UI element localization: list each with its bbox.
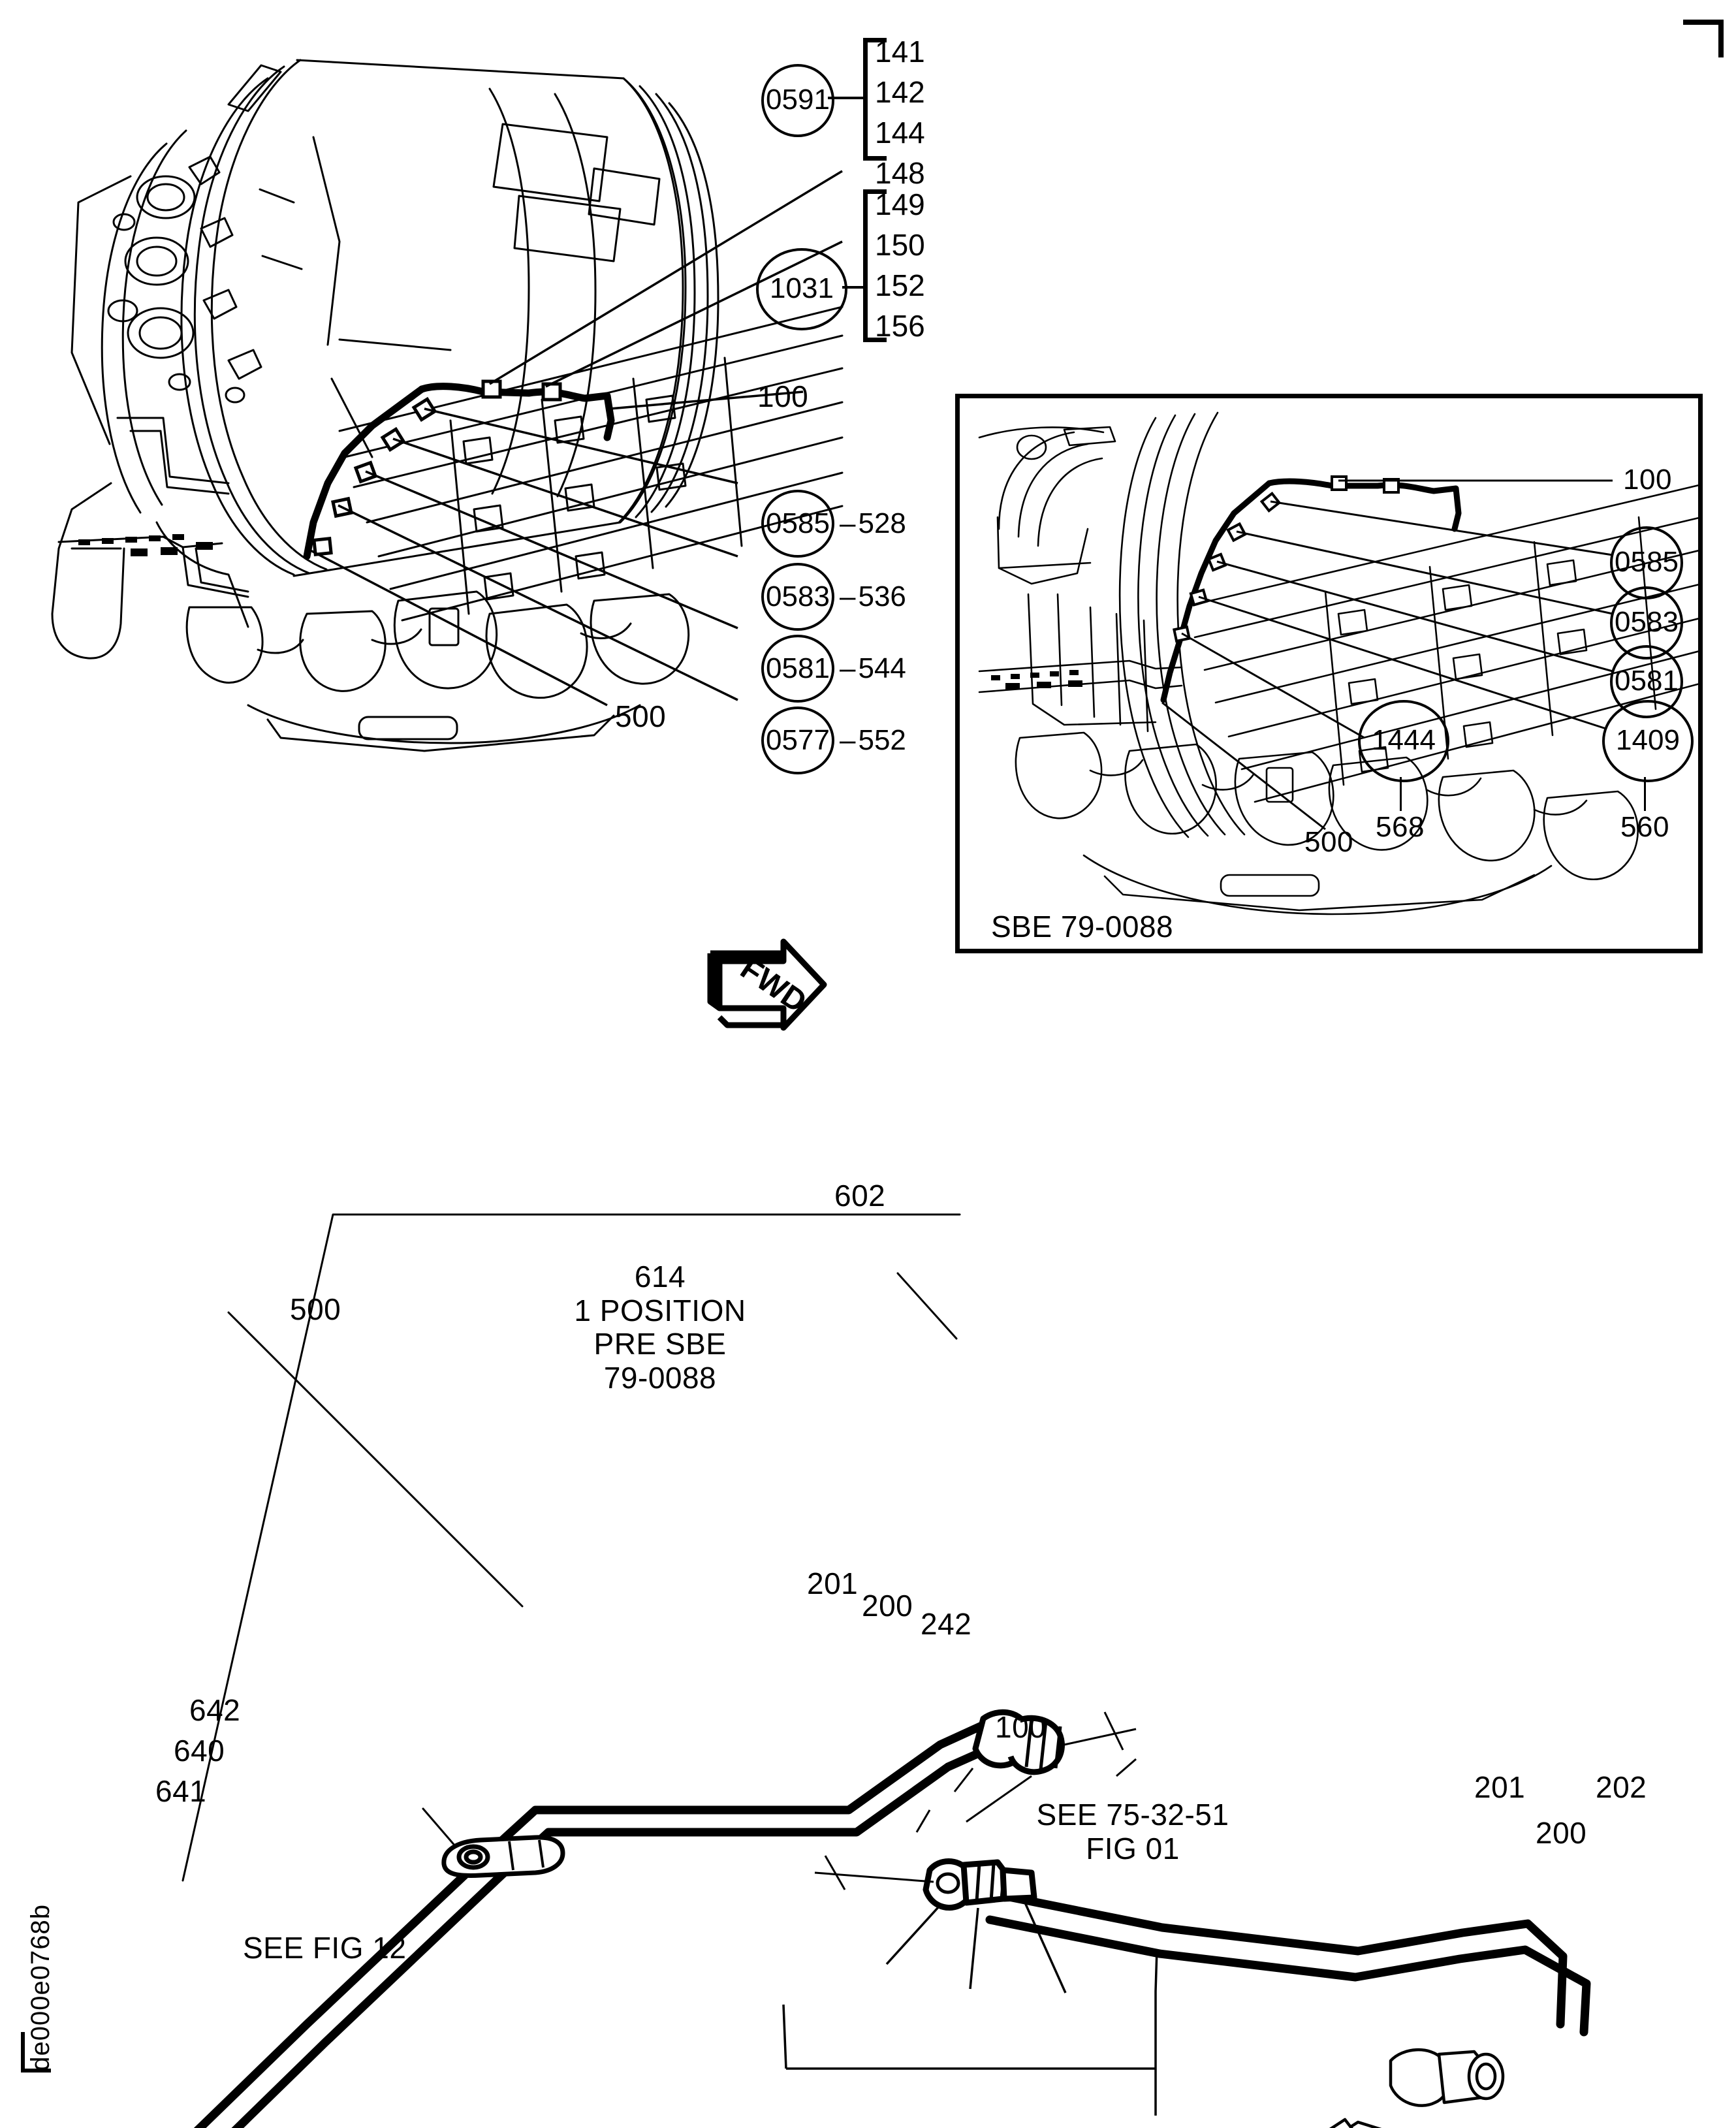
callout-0585-code: 0585 — [766, 507, 830, 539]
fwd-arrow: FWD — [705, 934, 862, 1061]
bracket-group-0591 — [863, 38, 887, 161]
bracket-item: 150 — [875, 228, 925, 262]
detail-label-200-b: 200 — [1536, 1816, 1587, 1850]
inset-callout-0581-code: 0581 — [1615, 665, 1679, 697]
callout-0591-code: 0591 — [766, 84, 830, 116]
callout-0581-544[interactable]: 0581 – 544 — [761, 635, 906, 703]
detail-label-100: 100 — [995, 1710, 1047, 1744]
detail-label-201-a: 201 — [807, 1566, 859, 1600]
bracket-group-0591-items: 141 142 144 148 — [875, 31, 925, 193]
detail-label-200-a: 200 — [862, 1589, 913, 1623]
bracket-item: 152 — [875, 268, 925, 302]
inset-callout-1409-code: 1409 — [1616, 724, 1680, 756]
inset-detail-box: 100 0585 0583 0581 1444 1409 568 560 500… — [955, 394, 1703, 953]
tube-100 — [985, 1889, 1591, 2037]
inset-callout-1409[interactable]: 1409 — [1602, 700, 1694, 782]
callout-0583-circle: 0583 — [761, 563, 834, 631]
bracket-item: 144 — [875, 116, 925, 150]
inset-label-568: 568 — [1376, 811, 1425, 843]
callout-dash: – — [840, 652, 856, 684]
callout-dash: – — [840, 580, 856, 612]
detail-label-see-fig-12: SEE FIG 12 — [243, 1931, 407, 1965]
main-label-500: 500 — [615, 699, 667, 733]
bracket-item: 149 — [875, 187, 925, 221]
callout-0577-circle: 0577 — [761, 707, 834, 774]
inset-callout-1444-code: 1444 — [1372, 724, 1436, 756]
detail-label-640: 640 — [174, 1734, 225, 1768]
callout-1031-bracket-stub — [842, 286, 866, 289]
inset-highlighted-harness-route — [1160, 478, 1462, 703]
tube-500 — [193, 1719, 1000, 2128]
inset-callout-0585-code: 0585 — [1615, 546, 1679, 578]
callout-0585-528[interactable]: 0585 – 528 — [761, 490, 906, 558]
detail-label-1-position: 1 POSITION — [574, 1293, 746, 1327]
highlighted-harness-route — [303, 383, 615, 560]
main-assembly-drawing — [51, 59, 844, 752]
detail-label-79-0088: 79-0088 — [603, 1360, 717, 1395]
detail-label-pre-sbe: PRE SBE — [593, 1327, 727, 1361]
inset-assembly-drawing — [978, 411, 1698, 915]
detail-label-fig-01: FIG 01 — [1086, 1831, 1180, 1866]
callout-0581-suffix: 544 — [858, 652, 906, 684]
drawing-id-bracket — [21, 2032, 51, 2072]
detail-label-602: 602 — [834, 1179, 886, 1213]
inset-label-500: 500 — [1304, 826, 1353, 858]
callout-0577-code: 0577 — [766, 724, 830, 756]
callout-0577-suffix: 552 — [858, 724, 906, 756]
detail-label-500: 500 — [290, 1292, 341, 1326]
detail-label-202: 202 — [1596, 1770, 1647, 1804]
detail-label-614: 614 — [634, 1260, 686, 1294]
inset-leader-1409-to-560 — [1644, 777, 1646, 811]
inset-label-100: 100 — [1623, 464, 1672, 496]
inset-label-560: 560 — [1620, 811, 1669, 843]
bracket-item: 142 — [875, 75, 925, 109]
bracket-item: 156 — [875, 309, 925, 343]
drawing-id: de000e0768b — [26, 1904, 55, 2071]
callout-0591[interactable]: 0591 — [761, 64, 834, 137]
callout-0577-552[interactable]: 0577 – 552 — [761, 707, 906, 774]
detail-label-641: 641 — [155, 1774, 207, 1808]
detail-label-see-75-32-51-group: SEE 75-32-51 FIG 01 — [1012, 1798, 1254, 1866]
registration-corner-mark — [1683, 20, 1724, 57]
callout-0585-circle: 0585 — [761, 490, 834, 558]
inset-callout-1444[interactable]: 1444 — [1358, 700, 1449, 782]
callout-0591-bracket-stub — [828, 97, 866, 99]
detail-label-642: 642 — [189, 1693, 241, 1727]
detail-label-614-group: 614 1 POSITION PRE SBE 79-0088 — [572, 1260, 748, 1395]
inset-callout-0585[interactable]: 0585 — [1610, 526, 1683, 599]
callout-0585-suffix: 528 — [858, 507, 906, 539]
detail-label-201-b: 201 — [1474, 1770, 1526, 1804]
callout-0583-code: 0583 — [766, 580, 830, 612]
callout-0583-suffix: 536 — [858, 580, 906, 612]
tube-assembly-drawing — [181, 1213, 1591, 2128]
inset-callout-0583[interactable]: 0583 — [1610, 586, 1683, 659]
main-label-100: 100 — [757, 379, 809, 413]
inset-leader-1444-to-568 — [1400, 777, 1402, 811]
detail-label-242: 242 — [921, 1607, 972, 1641]
callout-0581-circle: 0581 — [761, 635, 834, 703]
inset-callout-0583-code: 0583 — [1615, 606, 1679, 638]
callout-dash: – — [840, 507, 856, 539]
callout-0581-code: 0581 — [766, 652, 830, 684]
bracket-item: 148 — [875, 156, 925, 190]
callout-0583-536[interactable]: 0583 – 536 — [761, 563, 906, 631]
bracket-item: 141 — [875, 35, 925, 69]
detail-label-see-75-32-51: SEE 75-32-51 — [1036, 1798, 1229, 1832]
inset-caption: SBE 79-0088 — [991, 910, 1174, 944]
callout-dash: – — [840, 724, 856, 756]
bracket-group-1031 — [863, 189, 887, 342]
callout-1031-code: 1031 — [770, 272, 834, 304]
bracket-group-1031-items: 149 150 152 156 — [875, 184, 925, 346]
callout-1031[interactable]: 1031 — [756, 248, 847, 330]
